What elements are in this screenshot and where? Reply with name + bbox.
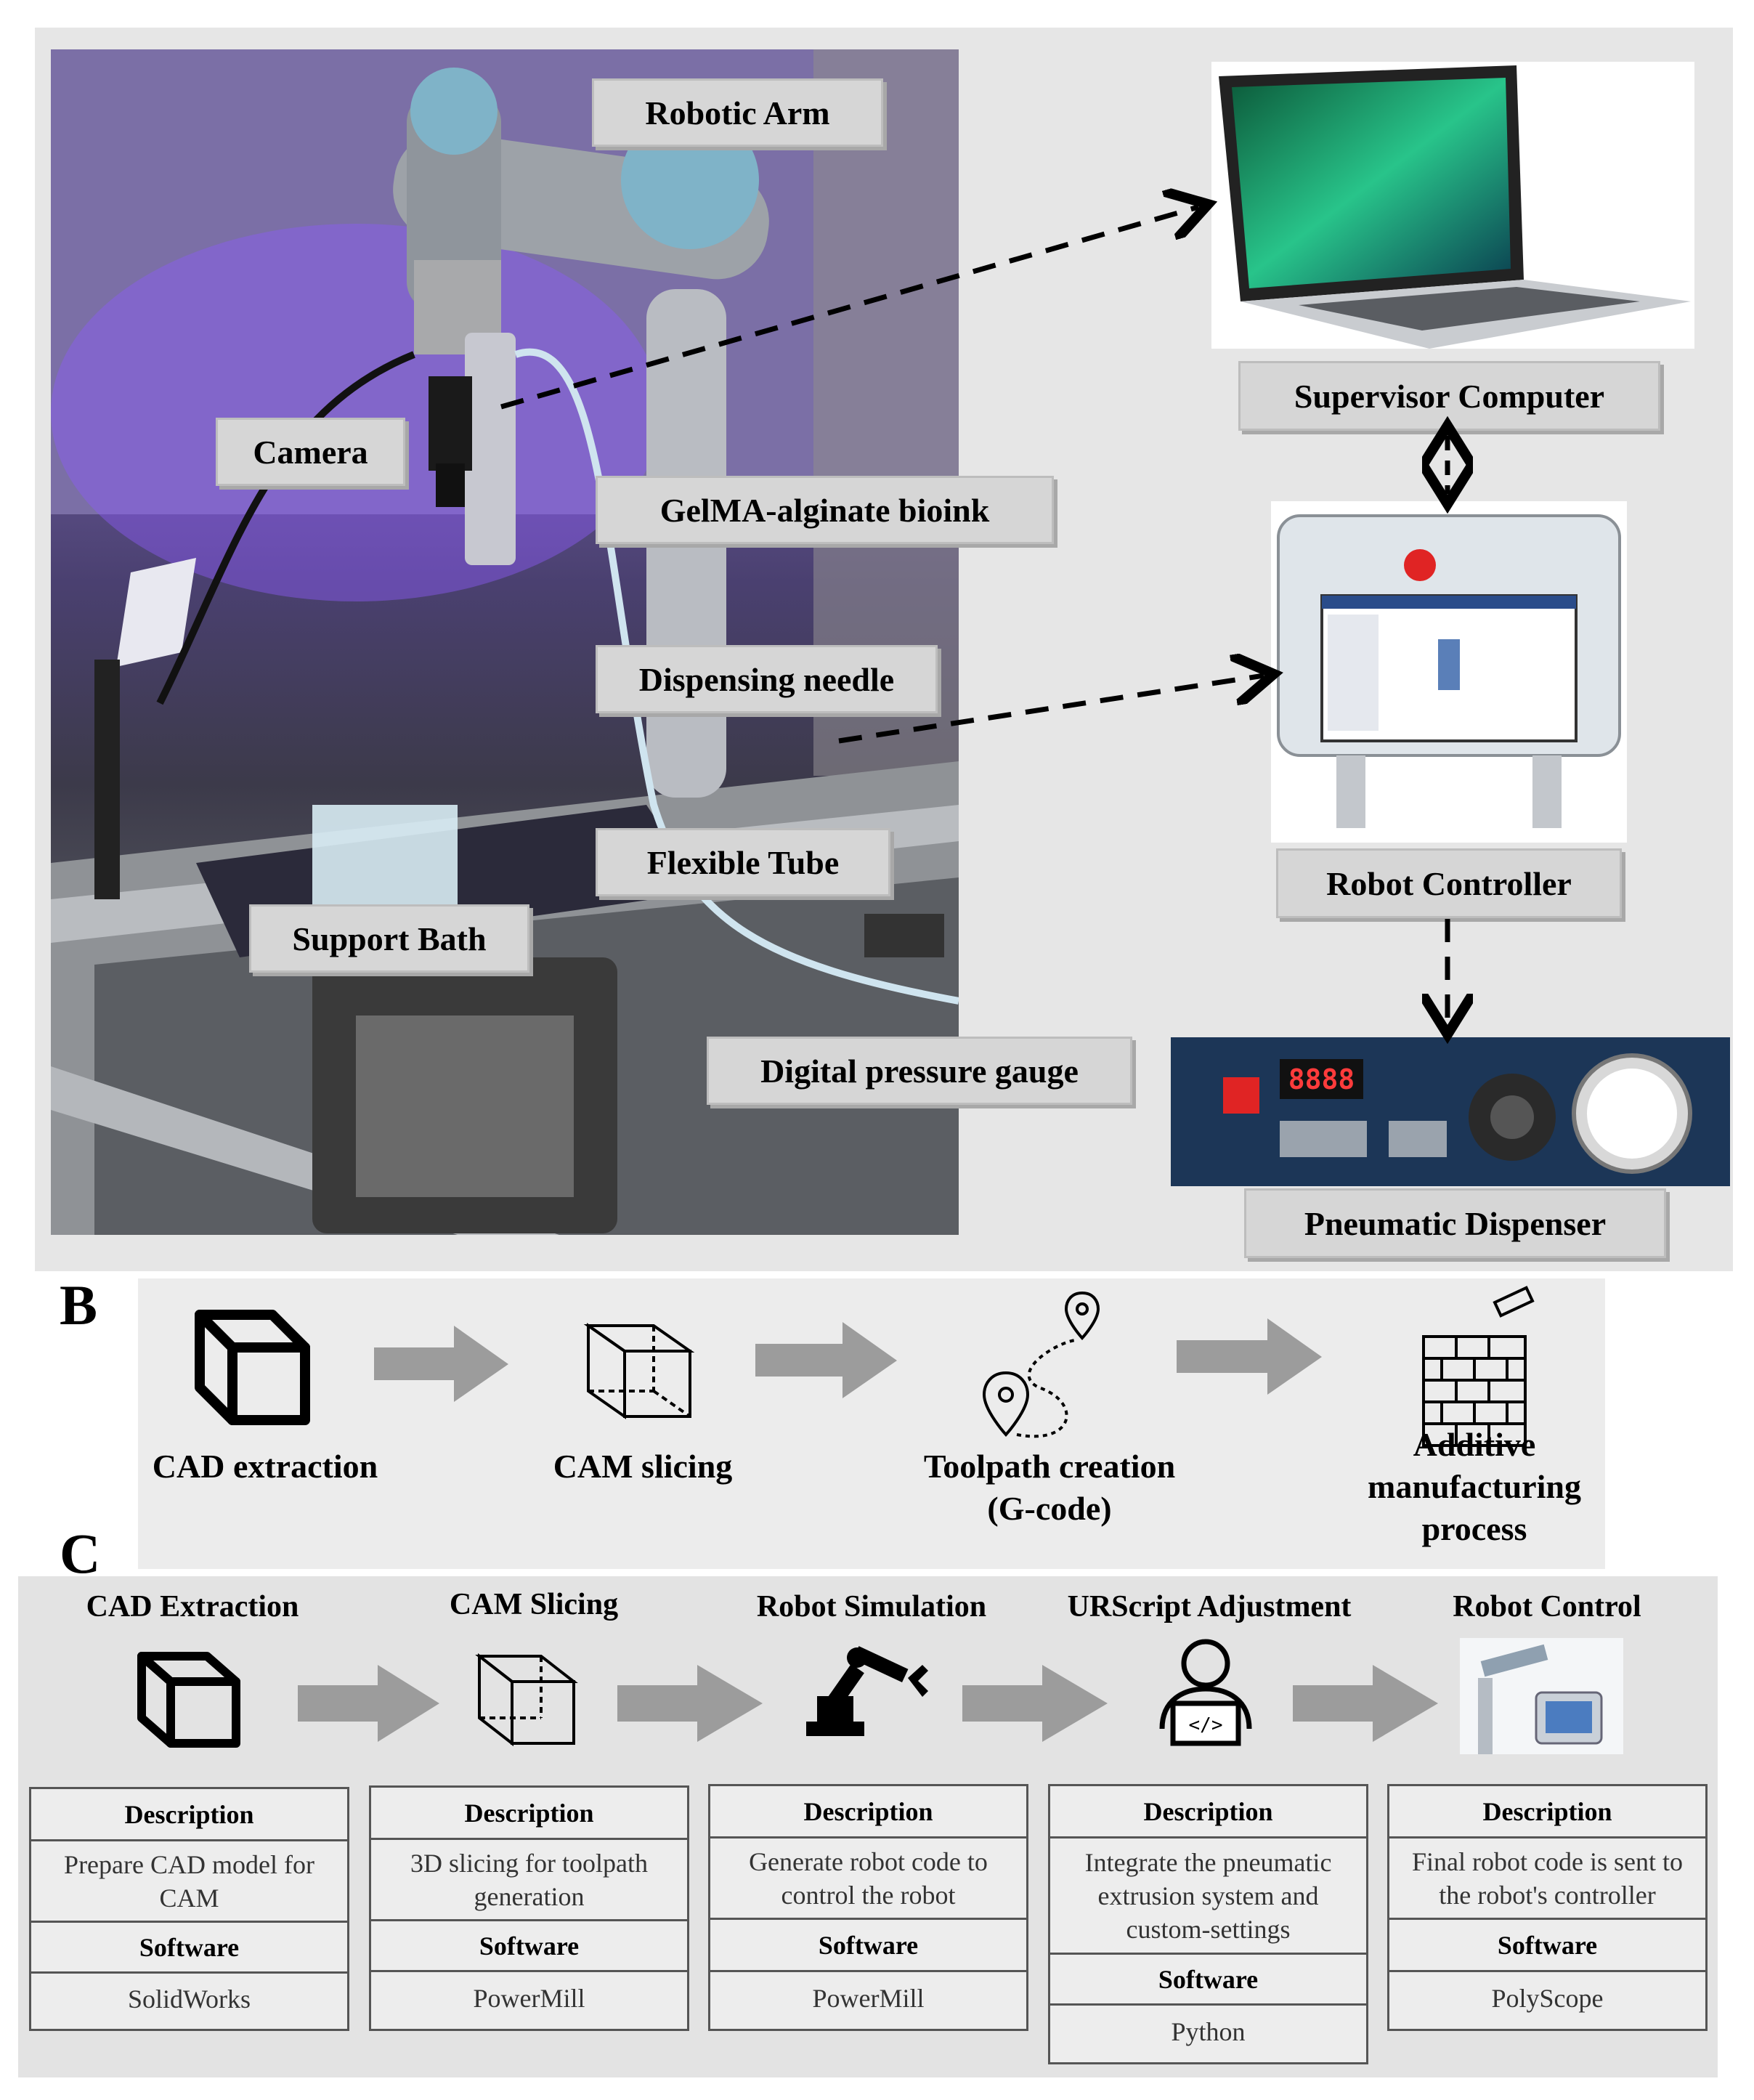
step-label-cam-slicing: CAM slicing xyxy=(553,1448,733,1485)
programmer-icon: </> xyxy=(1159,1639,1252,1746)
table-cam-slicing: Description 3D slicing for toolpath gene… xyxy=(369,1785,689,2031)
cam-cube-icon xyxy=(583,1323,695,1419)
cad-cube-icon-c xyxy=(137,1652,240,1748)
table-urscript-adjustment: Description Integrate the pneumatic extr… xyxy=(1048,1784,1368,2064)
gray-arrow-c2 xyxy=(617,1665,763,1742)
label-robotic-arm: Robotic Arm xyxy=(592,78,883,147)
table-cell-description: Prepare CAD model for CAM xyxy=(31,1841,347,1923)
label-dispensing-needle: Dispensing needle xyxy=(596,645,938,713)
lamp-left xyxy=(116,558,196,667)
table-header-software: Software xyxy=(31,1923,347,1974)
label-pneumatic-dispenser: Pneumatic Dispenser xyxy=(1244,1188,1666,1258)
toolpath-pin-icon xyxy=(982,1291,1100,1438)
gray-arrow-c4 xyxy=(1293,1665,1438,1742)
robot-control-icon xyxy=(1460,1638,1623,1754)
gray-arrow-1 xyxy=(374,1326,508,1402)
label-support-bath: Support Bath xyxy=(249,904,529,973)
gray-arrow-c1 xyxy=(298,1665,439,1742)
label-digital-pressure-gauge: Digital pressure gauge xyxy=(707,1037,1132,1105)
supervisor-computer-image xyxy=(1211,62,1694,349)
panel-c-icons: </> xyxy=(137,1638,1623,1754)
pneumatic-dispenser-image: 8888 xyxy=(1171,1037,1730,1186)
brick-wall-icon xyxy=(1422,1286,1535,1447)
label-robot-controller: Robot Controller xyxy=(1276,848,1622,918)
table-header-description: Description xyxy=(710,1786,1026,1838)
gray-arrow-3 xyxy=(1177,1318,1322,1395)
camera-body xyxy=(429,376,472,471)
table-cell-description: 3D slicing for toolpath generation xyxy=(371,1840,687,1921)
stage-title-cam-slicing: CAM Slicing xyxy=(449,1588,619,1621)
table-header-description: Description xyxy=(1050,1786,1366,1838)
flexible-tube xyxy=(514,348,959,1005)
table-header-description: Description xyxy=(1389,1786,1705,1838)
gray-arrow-2 xyxy=(755,1322,897,1398)
stage-title-robot-simulation: Robot Simulation xyxy=(756,1590,987,1623)
label-camera: Camera xyxy=(216,418,405,486)
laptop-icon xyxy=(1219,65,1691,349)
table-header-software: Software xyxy=(371,1921,687,1972)
table-cad-extraction: Description Prepare CAD model for CAM So… xyxy=(29,1787,349,2031)
panel-b xyxy=(138,1278,1605,1569)
step-label-cad-extraction: CAD extraction xyxy=(152,1448,378,1485)
teach-pendant-icon xyxy=(1277,514,1621,828)
table-header-description: Description xyxy=(371,1788,687,1840)
gray-arrow-c3 xyxy=(962,1665,1108,1742)
pressure-gauge-device xyxy=(864,914,944,957)
step-label-toolpath: Toolpath creation (G-code) xyxy=(923,1448,1176,1527)
table-header-software: Software xyxy=(1050,1955,1366,2006)
table-header-software: Software xyxy=(710,1920,1026,1972)
label-supervisor-computer: Supervisor Computer xyxy=(1238,361,1660,431)
panel-label-c: C xyxy=(60,1522,101,1585)
step-label-additive: Additive manufacturing process xyxy=(1368,1426,1581,1547)
table-cell-software: PowerMill xyxy=(473,1984,585,2013)
label-bioink: GelMA-alginate bioink xyxy=(596,476,1054,544)
table-cell-software: Python xyxy=(1171,2017,1246,2046)
stage-title-cad-extraction: CAD Extraction xyxy=(86,1590,299,1623)
table-cell-software: PolyScope xyxy=(1491,1984,1604,2013)
table-cell-description: Generate robot code to control the robot xyxy=(710,1838,1026,1920)
table-robot-simulation: Description Generate robot code to contr… xyxy=(708,1784,1028,2031)
table-cell-software: PowerMill xyxy=(812,1984,925,2013)
panel-label-b: B xyxy=(60,1273,98,1337)
table-cell-description: Integrate the pneumatic extrusion system… xyxy=(1050,1838,1366,1955)
dispenser-panel-icon xyxy=(1171,1037,1730,1186)
label-flexible-tube: Flexible Tube xyxy=(596,828,890,896)
cam-cube-icon-c xyxy=(475,1653,578,1747)
robot-controller-image xyxy=(1271,501,1627,843)
dispenser-display: 8888 xyxy=(1288,1063,1355,1095)
cad-cube-icon xyxy=(195,1310,310,1425)
arrow-needle-to-controller xyxy=(838,676,1264,744)
table-cell-description: Final robot code is sent to the robot's … xyxy=(1389,1838,1705,1920)
stage-title-robot-control: Robot Control xyxy=(1453,1590,1641,1623)
panel-b-icons xyxy=(195,1286,1535,1447)
stage-title-urscript: URScript Adjustment xyxy=(1067,1590,1352,1623)
table-robot-control: Description Final robot code is sent to … xyxy=(1387,1784,1708,2031)
table-cell-software: SolidWorks xyxy=(127,1985,251,2014)
table-header-description: Description xyxy=(31,1789,347,1841)
support-bath-container xyxy=(312,805,458,907)
table-header-software: Software xyxy=(1389,1920,1705,1972)
connection-arrows xyxy=(500,0,1754,1278)
robot-arm-icon xyxy=(806,1646,928,1736)
arrow-camera-to-computer xyxy=(500,207,1198,410)
bioink-syringe xyxy=(465,333,516,565)
svg-text:</>: </> xyxy=(1189,1714,1223,1736)
